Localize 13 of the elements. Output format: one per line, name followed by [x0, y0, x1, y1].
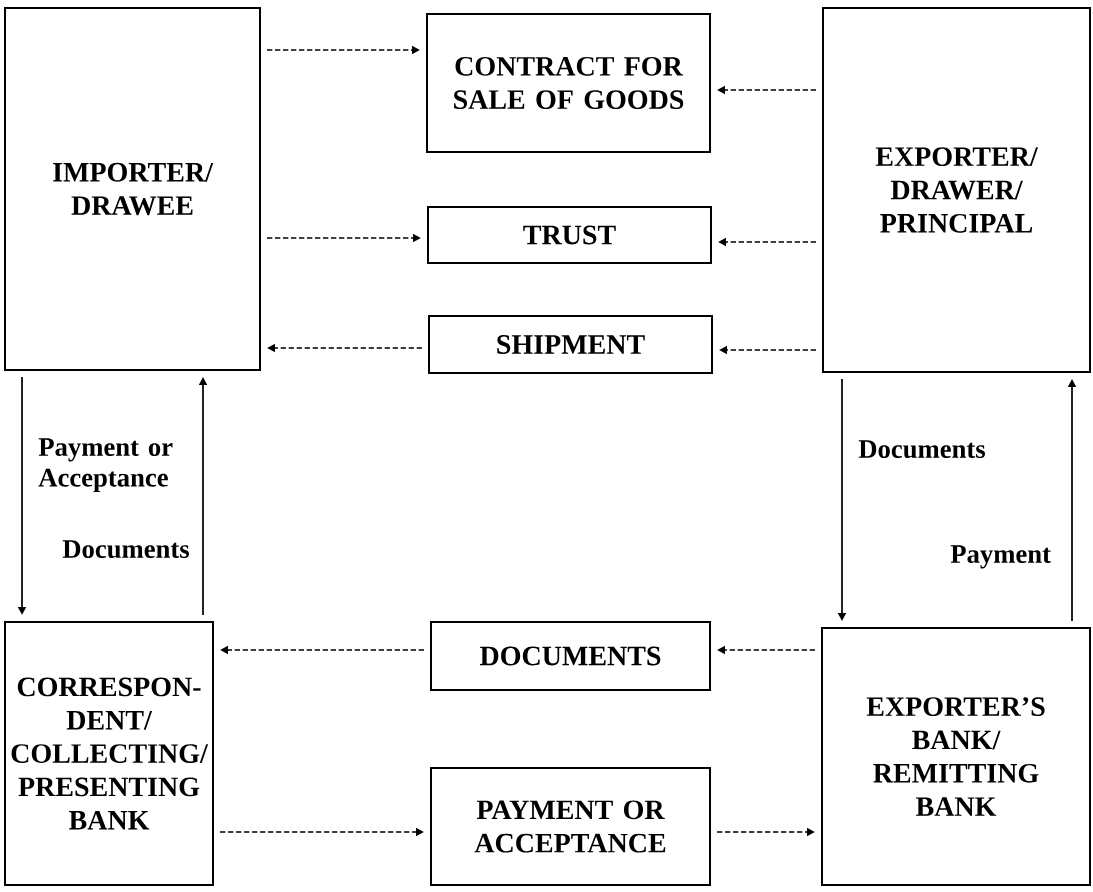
process-box: EXPORTER/ DRAWER/ PRINCIPAL	[822, 7, 1091, 373]
process-box: EXPORTER’S BANK/ REMITTING BANK	[821, 627, 1091, 886]
edge-label: Documents	[62, 540, 189, 559]
edge-label: Payment	[950, 545, 1051, 569]
process-box: IMPORTER/ DRAWEE	[4, 7, 261, 371]
process-box: TRUST	[427, 206, 712, 264]
process-box: DOCUMENTS	[430, 621, 711, 691]
process-box: SHIPMENT	[428, 315, 713, 374]
process-box: PAYMENT OR ACCEPTANCE	[430, 767, 711, 886]
edge-label: Payment or Acceptance	[38, 438, 173, 493]
edge-label: Documents	[858, 440, 985, 459]
process-box: CORRESPON- DENT/ COLLECTING/ PRESENTING BANK	[4, 621, 214, 886]
process-box: CONTRACT FOR SALE OF GOODS	[426, 13, 711, 153]
